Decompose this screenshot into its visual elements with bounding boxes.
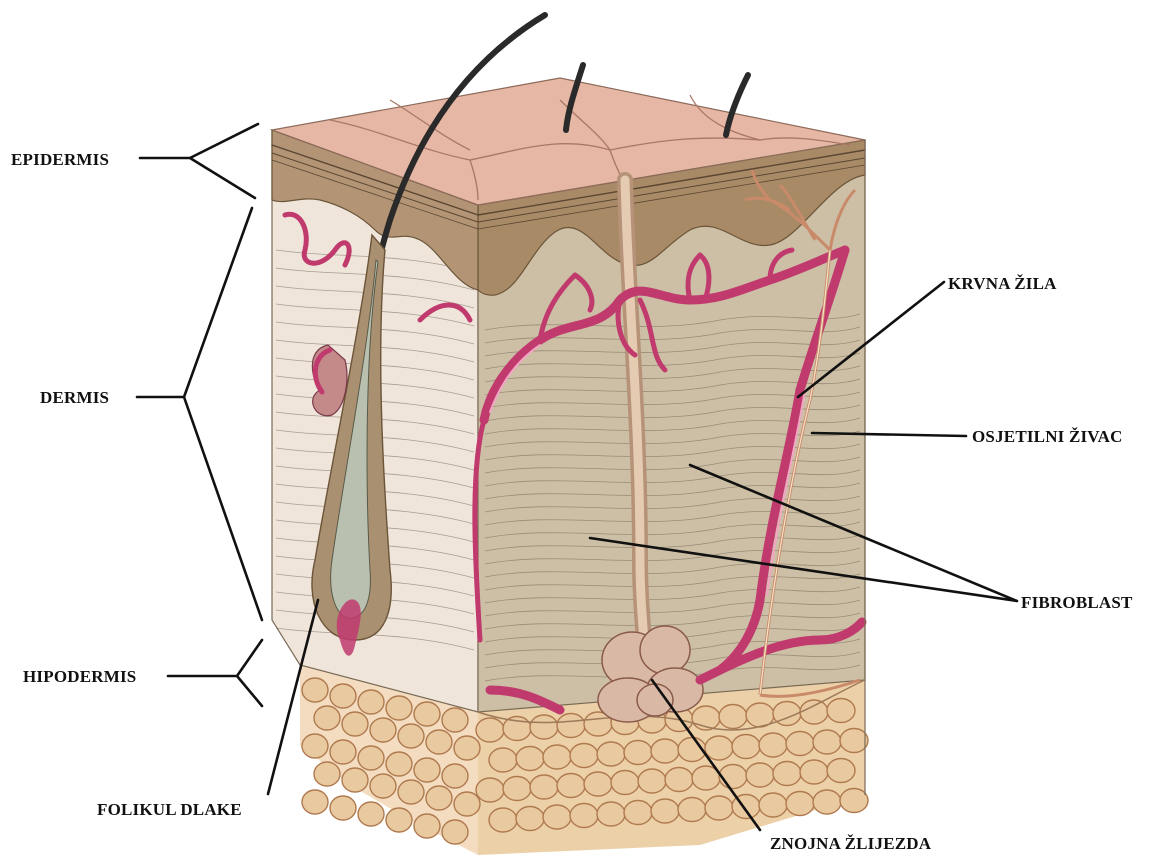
fat-cell bbox=[516, 807, 544, 831]
fat-cell bbox=[302, 734, 328, 758]
fat-cell bbox=[827, 759, 855, 783]
fat-cell bbox=[773, 762, 801, 786]
fat-cell bbox=[651, 799, 679, 823]
fat-cell bbox=[665, 768, 693, 792]
fat-cell bbox=[624, 801, 652, 825]
fat-cell bbox=[398, 780, 424, 804]
fat-cell bbox=[314, 762, 340, 786]
fat-cell bbox=[442, 708, 468, 732]
fat-cell bbox=[719, 705, 747, 729]
fat-cell bbox=[597, 802, 625, 826]
hipodermis-bracket bbox=[168, 640, 262, 706]
fat-cell bbox=[386, 752, 412, 776]
sweat-gland-coil bbox=[598, 626, 703, 722]
fat-cell bbox=[414, 814, 440, 838]
fat-cell bbox=[624, 741, 652, 765]
fat-cell bbox=[330, 684, 356, 708]
fat-cell bbox=[759, 793, 787, 817]
label-osjetilni-zivac: OSJETILNI ŽIVAC bbox=[972, 427, 1123, 446]
fat-cell bbox=[386, 808, 412, 832]
fat-cell bbox=[398, 724, 424, 748]
fat-cell bbox=[800, 700, 828, 724]
fat-cell bbox=[314, 706, 340, 730]
fat-cell bbox=[719, 765, 747, 789]
label-hipodermis: HIPODERMIS bbox=[23, 667, 136, 686]
fat-cell bbox=[530, 775, 558, 799]
fat-cell bbox=[543, 745, 571, 769]
fat-cell bbox=[454, 736, 480, 760]
fat-cell bbox=[800, 760, 828, 784]
fat-cell bbox=[543, 805, 571, 829]
skin-block-illustration bbox=[272, 15, 868, 855]
fat-cell bbox=[840, 729, 868, 753]
fat-cell bbox=[426, 786, 452, 810]
fat-cell bbox=[302, 678, 328, 702]
label-epidermis: EPIDERMIS bbox=[11, 150, 109, 169]
fat-cell bbox=[442, 764, 468, 788]
fat-cell bbox=[330, 796, 356, 820]
fat-cell bbox=[302, 790, 328, 814]
fat-cell bbox=[597, 742, 625, 766]
fat-cell bbox=[330, 740, 356, 764]
fat-cell bbox=[414, 758, 440, 782]
fat-cell bbox=[489, 808, 517, 832]
fat-cell bbox=[705, 796, 733, 820]
fat-cell bbox=[759, 733, 787, 757]
fat-cell bbox=[786, 792, 814, 816]
fat-cell bbox=[358, 746, 384, 770]
fat-cell bbox=[638, 769, 666, 793]
epidermis-bracket bbox=[140, 124, 258, 198]
fat-cell bbox=[516, 747, 544, 771]
fat-cell bbox=[358, 690, 384, 714]
fat-cell bbox=[584, 772, 612, 796]
fat-cell bbox=[414, 702, 440, 726]
label-krvna-zila: KRVNA ŽILA bbox=[948, 274, 1057, 293]
fat-cell bbox=[489, 748, 517, 772]
fat-cell bbox=[840, 789, 868, 813]
fat-cell bbox=[342, 768, 368, 792]
fat-cell bbox=[442, 820, 468, 844]
fat-cell bbox=[678, 798, 706, 822]
fat-cell bbox=[786, 732, 814, 756]
fat-cell bbox=[386, 696, 412, 720]
fat-cell bbox=[570, 804, 598, 828]
fat-cell bbox=[476, 718, 504, 742]
fat-cell bbox=[370, 718, 396, 742]
fat-cell bbox=[611, 771, 639, 795]
fat-cell bbox=[651, 739, 679, 763]
fat-cell bbox=[530, 715, 558, 739]
label-znojna-zlijezda: ZNOJNA ŽLIJEZDA bbox=[770, 834, 932, 853]
fat-cell bbox=[454, 792, 480, 816]
fat-cell bbox=[503, 777, 531, 801]
fat-cell bbox=[557, 714, 585, 738]
fat-cell bbox=[813, 790, 841, 814]
fat-cell bbox=[732, 735, 760, 759]
fat-cell bbox=[705, 736, 733, 760]
fat-cell bbox=[813, 730, 841, 754]
fat-cell bbox=[557, 774, 585, 798]
dermis-bracket bbox=[137, 208, 262, 620]
fat-cell bbox=[827, 699, 855, 723]
label-dermis: DERMIS bbox=[40, 388, 109, 407]
fat-cell bbox=[476, 778, 504, 802]
label-fibroblast: FIBROBLAST bbox=[1021, 593, 1133, 612]
fat-cell bbox=[746, 763, 774, 787]
fat-cell bbox=[370, 774, 396, 798]
label-folikul-dlake: FOLIKUL DLAKE bbox=[97, 800, 242, 819]
fat-cell bbox=[358, 802, 384, 826]
fat-cell bbox=[570, 744, 598, 768]
fat-cell bbox=[426, 730, 452, 754]
fat-cell bbox=[342, 712, 368, 736]
